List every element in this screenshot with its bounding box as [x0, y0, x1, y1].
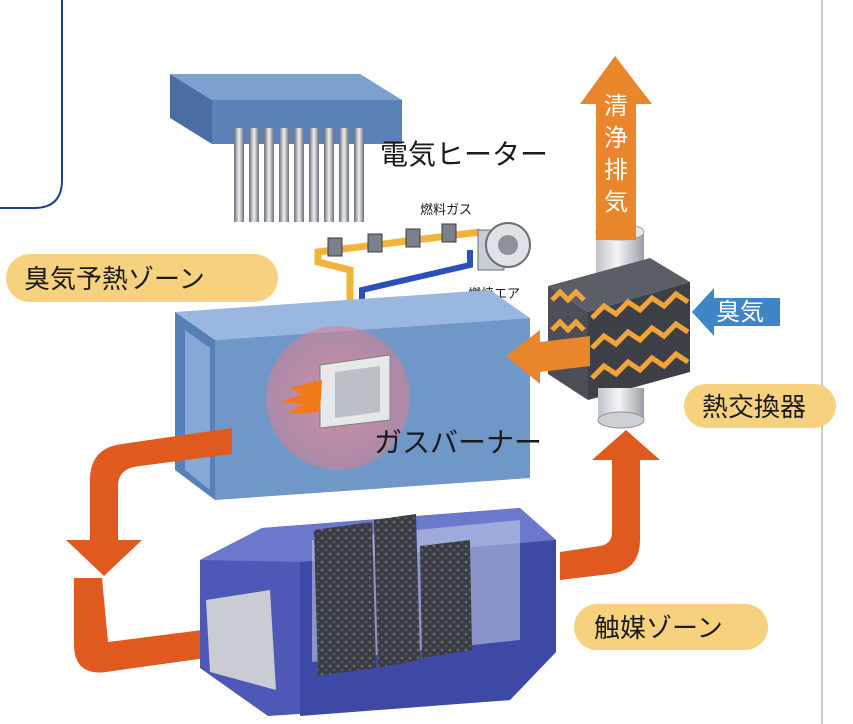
preheat-zone-pill — [6, 254, 278, 302]
gas-burner-label: ガスバーナー — [374, 426, 542, 459]
electric-heater-label: 電気ヒーター — [380, 138, 548, 171]
frame-left — [0, 0, 63, 209]
flame-icon — [280, 380, 322, 414]
catalyst-inlet-window — [206, 590, 276, 690]
heat-exchanger-pill — [684, 384, 836, 428]
catalyst-zone-box — [200, 508, 556, 716]
fuel-piping — [314, 222, 531, 315]
catalyst-zone-pill — [574, 604, 768, 650]
blower-fan-icon — [477, 222, 531, 271]
preheat-zone-label: 臭気予熱ゾーン — [24, 265, 205, 295]
odor-inlet-label: 臭気 — [716, 298, 764, 326]
electric-heater — [170, 74, 402, 222]
clean-exhaust-char-1: 清 — [604, 92, 628, 120]
heater-rods — [234, 128, 364, 222]
odor-inlet-arrow — [692, 288, 780, 336]
clean-exhaust-char-2: 浄 — [604, 124, 628, 152]
preheat-zone-box — [175, 290, 530, 500]
clean-exhaust-char-3: 排 — [604, 156, 628, 184]
preheat-to-catalyst-arrow — [66, 404, 232, 576]
clean-exhaust-arrow — [580, 56, 652, 240]
valve-icon — [327, 223, 457, 257]
exchanger-to-preheat-arrow — [506, 330, 590, 384]
fuel-gas-label: 燃料ガス — [420, 202, 472, 218]
heat-exchanger-label: 熱交換器 — [702, 393, 806, 423]
heat-exchanger — [548, 223, 690, 429]
gas-burner — [280, 354, 391, 429]
clean-exhaust-char-4: 気 — [604, 188, 628, 216]
catalyst-honeycomb-panels — [314, 514, 472, 676]
catalyst-zone-label: 触媒ゾーン — [594, 614, 723, 644]
catalyst-to-exchanger-arrow — [560, 430, 660, 580]
